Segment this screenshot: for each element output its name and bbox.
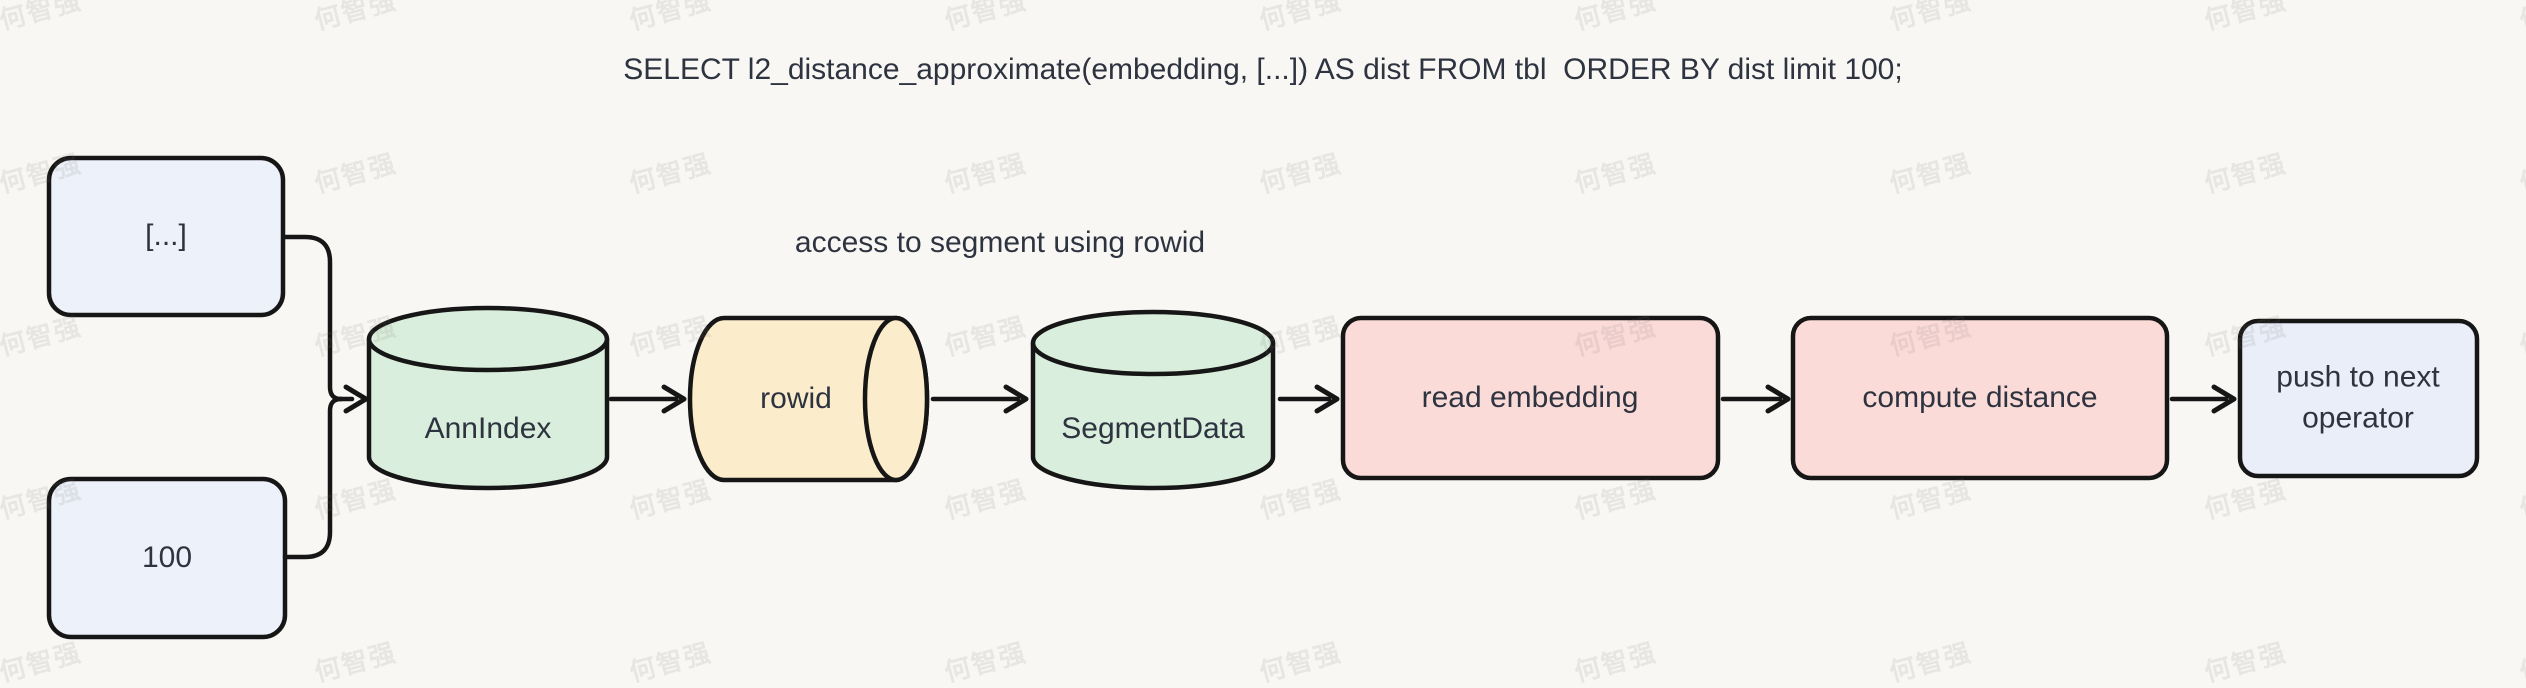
rowid-label: rowid [760,381,832,415]
annotation-access-segment: access to segment using rowid [794,226,1206,259]
merge-connector [282,234,369,560]
arrowhead [661,384,687,414]
segmentdata-label: SegmentData [1061,411,1245,445]
annindex-cylinder [366,305,610,491]
segmentdata-top [1030,309,1276,377]
sql-query-title: SELECT l2_distance_approximate(embedding… [623,53,1903,86]
arrowhead [1003,384,1029,414]
compute-distance-box [1790,315,2170,481]
arrow-computedistance-pushnext [2169,384,2237,414]
read-embedding-box [1340,315,1721,481]
arrowhead [2211,384,2237,414]
segmentdata-cylinder [1030,309,1276,491]
compute-distance-label: compute distance [1862,380,2098,414]
annindex-top [366,305,610,373]
arrow-annindex-rowid [608,384,687,414]
arrowhead [1314,384,1340,414]
rowid-rim [862,315,930,483]
rowid-cylinder [687,315,930,483]
arrow-rowid-segmentdata [930,384,1029,414]
limit-label: 100 [141,540,193,574]
merge-arrowhead [343,384,369,414]
segmentdata-body [1030,343,1276,491]
push-next-box [2237,318,2480,479]
push-next-label: push to next operator [2276,360,2440,435]
arrow-segmentdata-readembedding [1277,384,1340,414]
read-embedding-label: read embedding [1421,380,1639,414]
connector-query-vector [282,234,344,402]
arrowhead [1765,384,1791,414]
arrow-readembedding-computedistance [1720,384,1791,414]
annindex-body [366,339,610,491]
annindex-label: AnnIndex [424,411,552,445]
connector-limit [282,396,344,560]
query-vector-label: [...] [145,218,187,252]
